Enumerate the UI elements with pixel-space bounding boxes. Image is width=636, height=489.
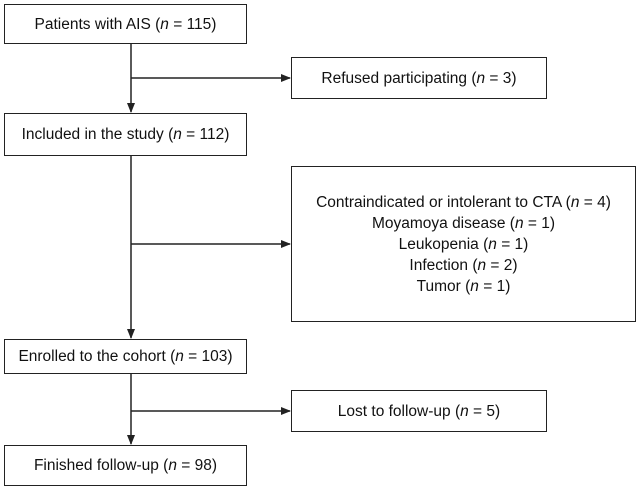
excluded-box: Contraindicated or intolerant to CTA (n … <box>291 166 636 322</box>
enrolled-box: Enrolled to the cohort (n = 103) <box>4 339 247 374</box>
excluded-line-moyamoya: Moyamoya disease (n = 1) <box>371 214 556 232</box>
included-label: Included in the study (n = 112) <box>21 126 230 143</box>
enrolled-label: Enrolled to the cohort (n = 103) <box>18 348 233 365</box>
patients-box: Patients with AIS (n = 115) <box>4 4 247 44</box>
finished-box: Finished follow-up (n = 98) <box>4 445 247 486</box>
excluded-line-leukopenia: Leukopenia (n = 1) <box>398 235 529 253</box>
lost-box: Lost to follow-up (n = 5) <box>291 390 547 432</box>
finished-label: Finished follow-up (n = 98) <box>33 457 218 474</box>
refused-box: Refused participating (n = 3) <box>291 57 547 99</box>
excluded-line-cta: Contraindicated or intolerant to CTA (n … <box>316 193 611 211</box>
lost-label: Lost to follow-up (n = 5) <box>337 402 501 420</box>
refused-label: Refused participating (n = 3) <box>321 69 517 87</box>
excluded-line-infection: Infection (n = 2) <box>409 256 518 274</box>
included-box: Included in the study (n = 112) <box>4 113 247 156</box>
excluded-line-tumor: Tumor (n = 1) <box>416 277 511 295</box>
patients-label: Patients with AIS (n = 115) <box>34 15 217 33</box>
